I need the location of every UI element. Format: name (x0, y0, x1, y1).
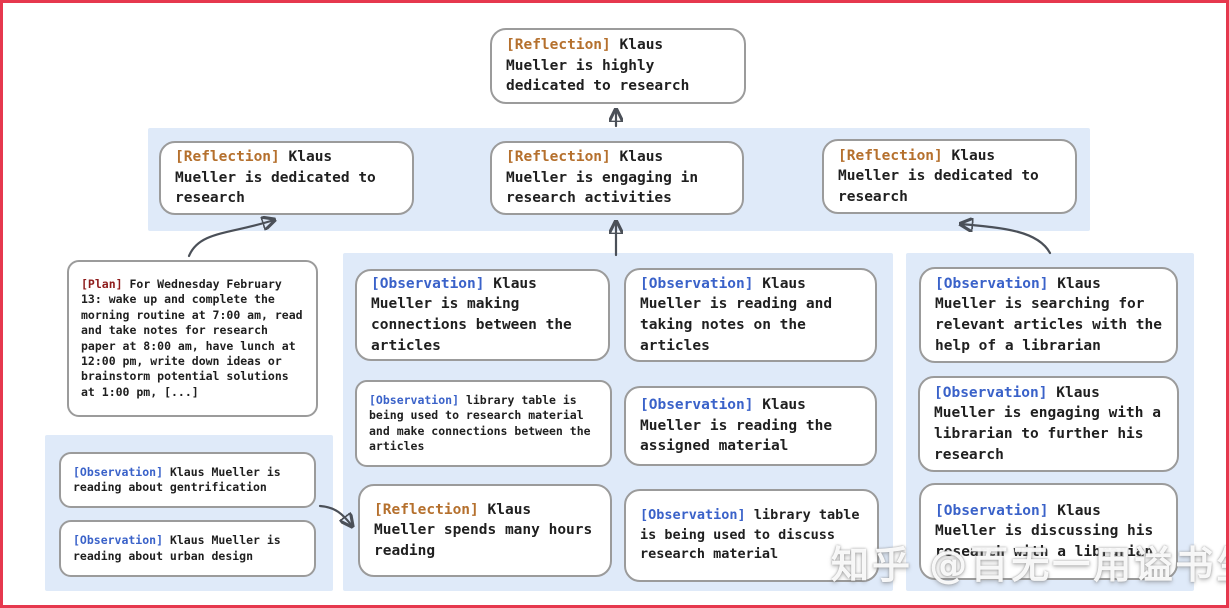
node-text: Klaus Mueller is engaging with a librari… (934, 384, 1161, 463)
reflection-tag: [Reflection] (506, 149, 611, 166)
node-observation-a2: [Observation] library table is being use… (355, 380, 612, 467)
node-text: Klaus Mueller is reading about urban des… (73, 533, 281, 563)
node-text: Klaus Mueller spends many hours reading (374, 501, 593, 559)
node-text: library table is being used to research … (369, 392, 591, 453)
node-observation-l2: [Observation] Klaus Mueller is reading a… (59, 520, 316, 577)
node-text: Klaus Mueller is engaging in research ac… (506, 149, 699, 207)
node-text: Klaus Mueller is reading the assigned ma… (640, 397, 833, 455)
observation-tag: [Observation] (934, 384, 1048, 401)
node-observation-r1: [Observation] Klaus Mueller is searching… (919, 267, 1178, 363)
node-reflection-mid: [Reflection] Klaus Mueller is engaging i… (490, 141, 744, 215)
reflection-tag: [Reflection] (175, 149, 280, 166)
observation-tag: [Observation] (371, 275, 485, 292)
node-text: Klaus Mueller is making connections betw… (371, 275, 572, 354)
zhihu-watermark: 知乎 @百无一用谥书生 (831, 543, 1229, 587)
node-reflection-left: [Reflection] Klaus Mueller is dedicated … (159, 141, 414, 215)
node-text: Klaus Mueller is highly dedicated to res… (506, 37, 690, 95)
observation-tag: [Observation] (935, 275, 1049, 292)
observation-tag: [Observation] (640, 397, 754, 414)
reflection-tag: [Reflection] (506, 37, 611, 54)
node-observation-l1: [Observation] Klaus Mueller is reading a… (59, 452, 316, 508)
observation-tag: [Observation] (73, 464, 164, 479)
node-text: Klaus Mueller is discussing his research… (935, 502, 1154, 560)
node-reflection-right: [Reflection] Klaus Mueller is dedicated … (822, 139, 1077, 214)
node-text: Klaus Mueller is dedicated to research (838, 147, 1039, 205)
node-root-reflection: [Reflection] Klaus Mueller is highly ded… (490, 28, 746, 104)
node-observation-b3: [Observation] library table is being use… (624, 489, 879, 582)
observation-tag: [Observation] (73, 533, 164, 548)
node-observation-r2: [Observation] Klaus Mueller is engaging … (918, 376, 1179, 472)
node-observation-b2: [Observation] Klaus Mueller is reading t… (624, 386, 877, 466)
reflection-tag: [Reflection] (374, 501, 479, 518)
node-plan: [Plan] For Wednesday February 13: wake u… (67, 260, 318, 417)
observation-tag: [Observation] (640, 275, 754, 292)
node-text: Klaus Mueller is reading and taking note… (640, 275, 833, 354)
reflection-tag: [Reflection] (838, 147, 943, 164)
node-observation-a1: [Observation] Klaus Mueller is making co… (355, 269, 610, 361)
node-text: library table is being used to discuss r… (640, 507, 860, 563)
node-reflection-a3: [Reflection] Klaus Mueller spends many h… (358, 484, 612, 577)
node-observation-r3: [Observation] Klaus Mueller is discussin… (919, 483, 1178, 580)
node-text: Klaus Mueller is dedicated to research (175, 149, 376, 207)
node-observation-b1: [Observation] Klaus Mueller is reading a… (624, 268, 877, 362)
node-text: For Wednesday February 13: wake up and c… (81, 276, 303, 399)
observation-tag: [Observation] (935, 502, 1049, 519)
plan-tag: [Plan] (81, 276, 123, 291)
observation-tag: [Observation] (640, 507, 746, 524)
observation-tag: [Observation] (369, 392, 460, 407)
node-text: Klaus Mueller is reading about gentrific… (73, 464, 281, 494)
node-text: Klaus Mueller is searching for relevant … (935, 275, 1162, 354)
